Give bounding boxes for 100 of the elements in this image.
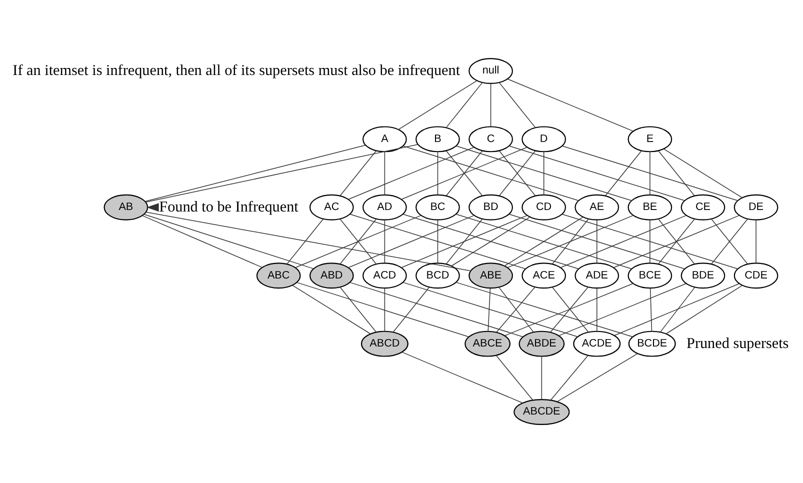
- connector: [384, 151, 385, 196]
- connector: [498, 82, 536, 128]
- node-ellipse: ABC: [256, 262, 300, 289]
- node-ellipse: ACD: [362, 262, 406, 289]
- connector: [508, 214, 685, 270]
- connector: [446, 82, 482, 128]
- node-ellipse: ACDE: [572, 330, 620, 357]
- connector: [506, 78, 633, 132]
- connector: [402, 282, 578, 338]
- connector: [142, 215, 262, 268]
- node-ellipse: BE: [627, 194, 672, 220]
- connector: [550, 355, 588, 400]
- node-ellipse: ABE: [468, 262, 512, 289]
- connector: [490, 83, 491, 128]
- label: Pruned supersets: [686, 334, 788, 352]
- connector: [455, 282, 633, 338]
- connector: [349, 214, 526, 270]
- connector: [450, 216, 530, 266]
- connector: [612, 215, 740, 268]
- connector: [662, 148, 742, 198]
- connector: [143, 214, 314, 270]
- connector: [508, 146, 685, 201]
- connector: [558, 283, 686, 336]
- connector: [339, 286, 376, 332]
- connector: [402, 214, 578, 270]
- node-ellipse: ABDE: [518, 330, 564, 357]
- node-ellipse: DE: [733, 194, 778, 220]
- connector: [596, 288, 597, 332]
- connector: [398, 80, 477, 130]
- node-ellipse: BCE: [627, 262, 672, 289]
- connector: [384, 220, 385, 264]
- connector: [649, 288, 652, 332]
- node-ellipse: BDE: [680, 262, 725, 289]
- node-ellipse: C: [468, 126, 512, 152]
- connector: [504, 283, 634, 336]
- connector: [658, 218, 694, 264]
- connector: [436, 220, 438, 264]
- node-ellipse: B: [415, 126, 460, 152]
- label: If an itemset is infrequent, then all of its supersets must also be infrequent: [12, 62, 460, 79]
- connector: [596, 220, 597, 264]
- connector: [561, 214, 738, 270]
- connector: [348, 215, 474, 268]
- connector: [286, 218, 323, 264]
- connector: [144, 144, 366, 202]
- node-ellipse: D: [521, 126, 566, 152]
- connector: [400, 146, 527, 200]
- connector: [506, 215, 634, 268]
- connector: [660, 286, 695, 332]
- connector: [556, 353, 638, 402]
- node-ellipse: ABCE: [464, 330, 510, 357]
- connector: [402, 146, 578, 201]
- node-ellipse: ABCD: [360, 330, 408, 357]
- connector: [400, 215, 527, 268]
- connector: [560, 215, 686, 268]
- connector: [455, 214, 632, 270]
- node-ellipse: BCD: [415, 262, 460, 289]
- connector: [561, 146, 738, 201]
- node-ellipse: ABD: [308, 262, 354, 289]
- connector: [446, 218, 482, 264]
- connector: [145, 212, 471, 272]
- connector: [401, 352, 523, 404]
- connector: [436, 151, 438, 196]
- connector: [552, 218, 588, 264]
- node-ellipse: CE: [680, 194, 725, 220]
- connector: [455, 146, 632, 201]
- connector: [658, 150, 694, 196]
- node-ellipse: E: [627, 126, 672, 152]
- node-ellipse: ABCDE: [513, 399, 570, 425]
- connector: [542, 151, 544, 196]
- connector: [649, 220, 650, 264]
- connector: [294, 215, 421, 268]
- connector: [649, 151, 650, 196]
- connector: [292, 284, 370, 334]
- connector: [339, 150, 376, 196]
- connector: [384, 288, 385, 332]
- connector: [665, 284, 742, 334]
- connector: [604, 150, 642, 196]
- connector: [755, 220, 756, 264]
- node-ellipse: ACE: [521, 262, 566, 289]
- connector: [296, 282, 469, 338]
- node-ellipse: CDE: [733, 262, 778, 289]
- connector: [349, 282, 523, 338]
- node-ellipse: AC: [308, 194, 354, 220]
- node-ellipse: A: [362, 126, 406, 152]
- connector: [144, 144, 418, 202]
- node-ellipse: null: [468, 58, 512, 84]
- node-ellipse: ADE: [574, 262, 619, 289]
- connector: [710, 218, 748, 264]
- connector: [613, 283, 740, 336]
- node-ellipse: CD: [521, 194, 566, 220]
- node-ellipse: AB: [103, 194, 148, 220]
- node-ellipse: BC: [415, 194, 460, 220]
- connector: [392, 286, 430, 332]
- node-ellipse: BCDE: [628, 330, 676, 357]
- connector: [495, 355, 533, 400]
- connector: [487, 288, 490, 332]
- node-ellipse: AD: [362, 194, 406, 220]
- node-text: Found to be Infrequent: [158, 198, 298, 216]
- node-ellipse: AE: [574, 194, 619, 220]
- connector: [348, 146, 474, 200]
